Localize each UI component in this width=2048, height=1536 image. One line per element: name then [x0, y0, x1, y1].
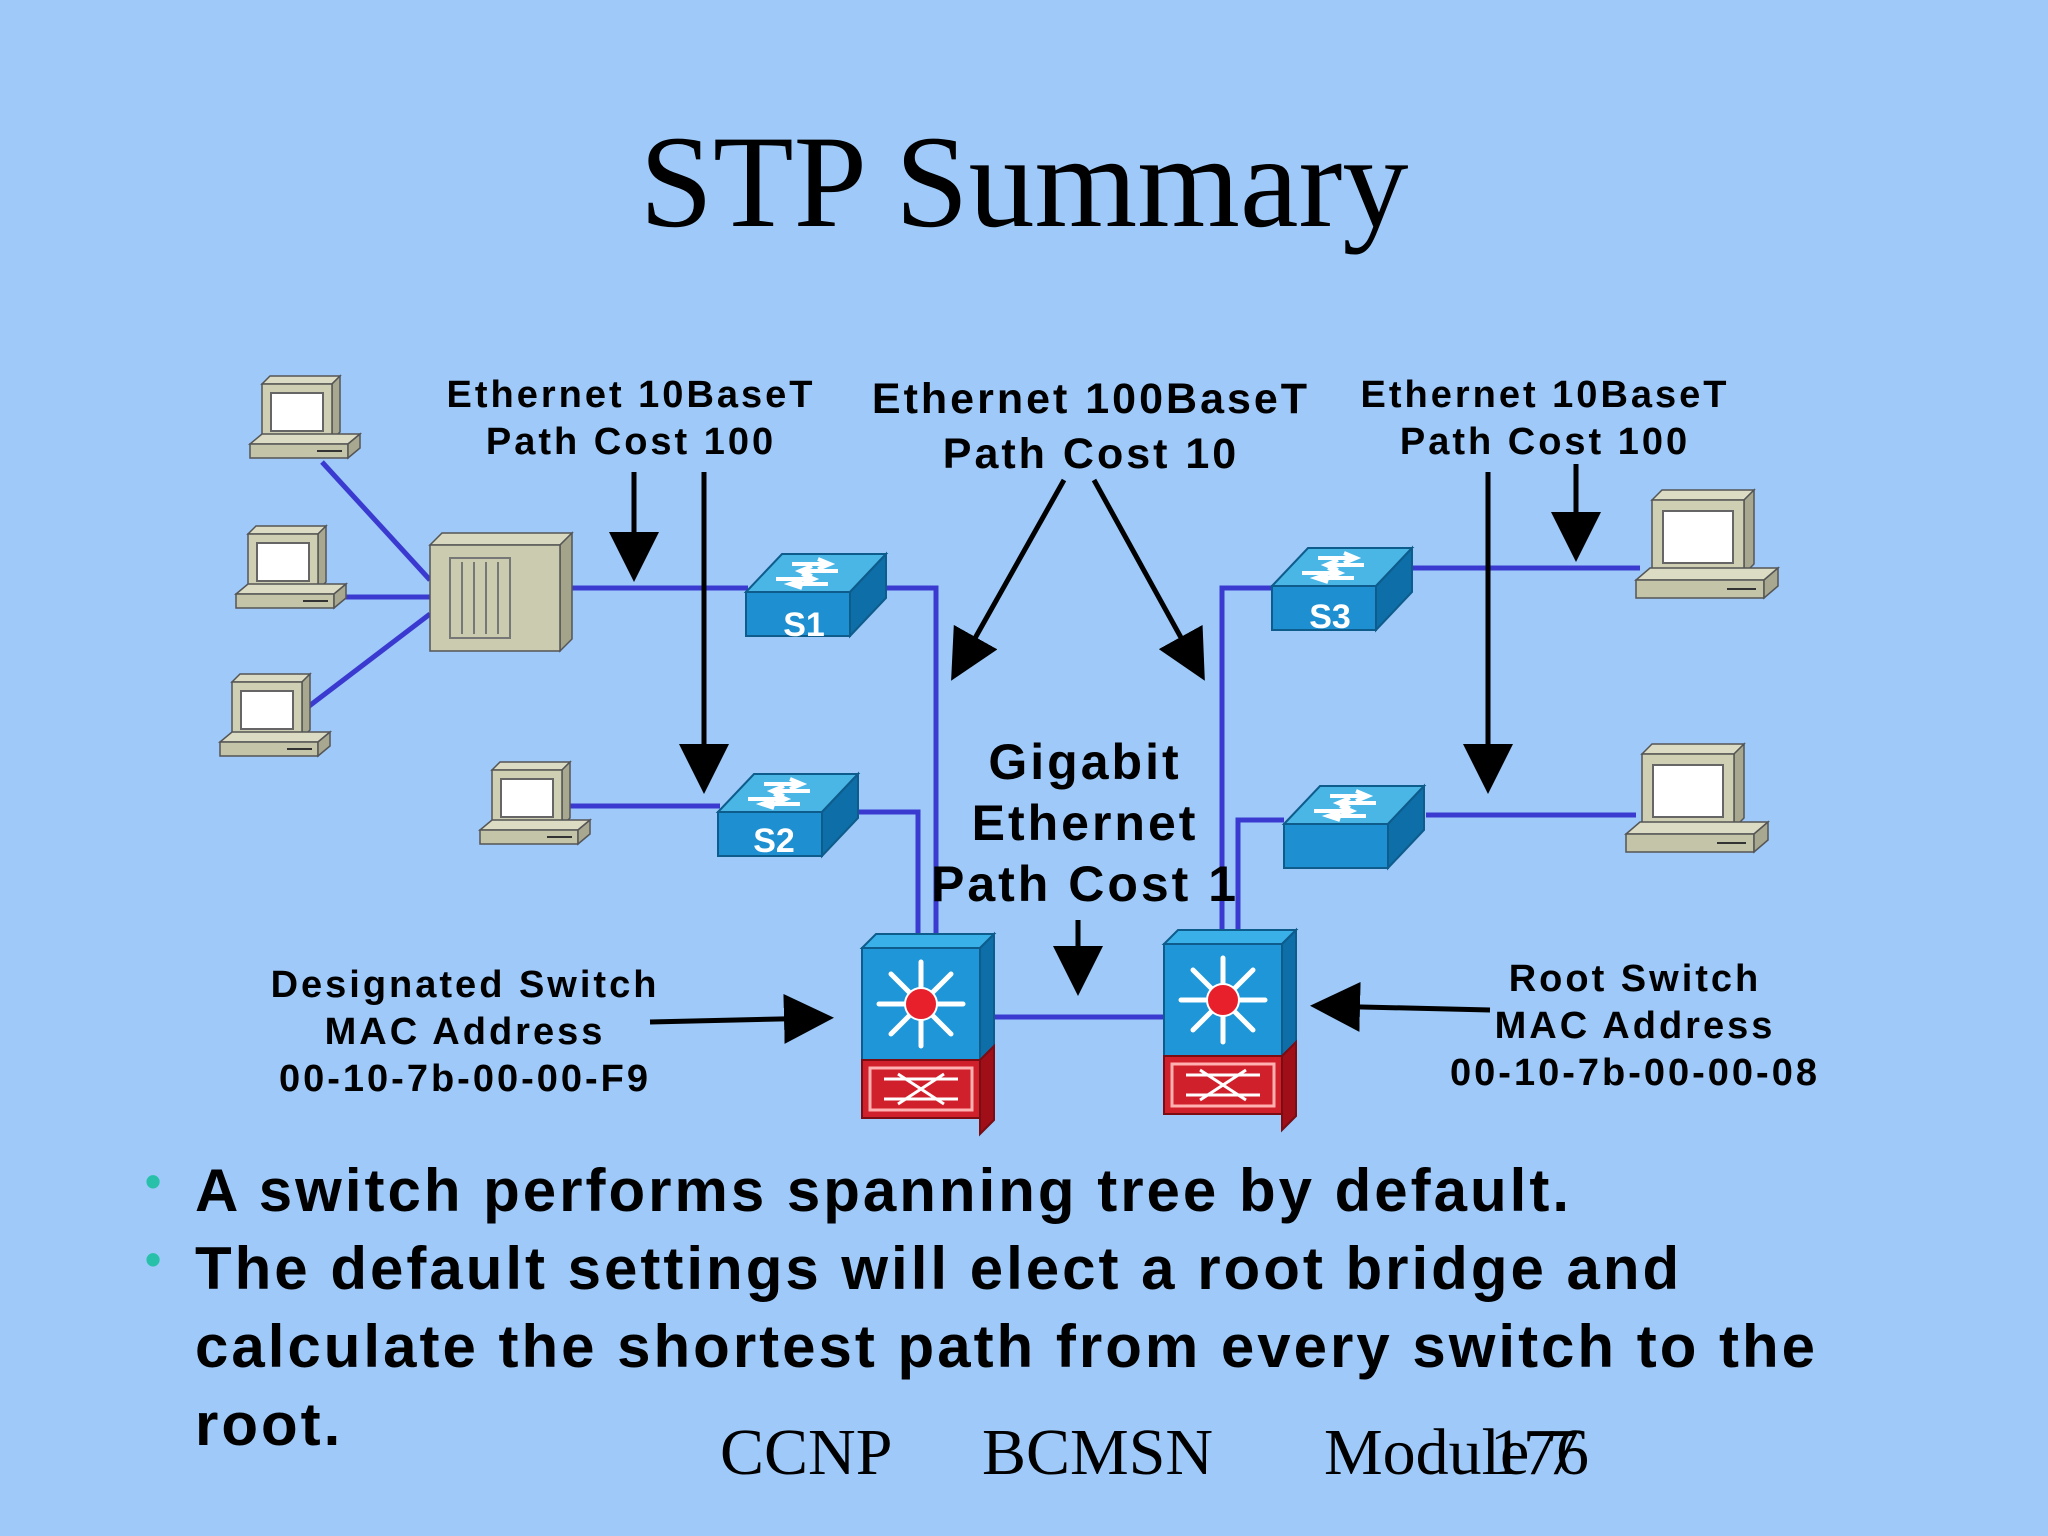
designated-switch-label: Designated Switch MAC Address 00-10-7b-0… [270, 964, 660, 1100]
pc-icon [1635, 489, 1779, 599]
bullet-list: • A switch performs spanning tree by def… [140, 1152, 1940, 1464]
pc-icon [235, 525, 347, 609]
designated-switch-icon [862, 934, 994, 1134]
left-link-label: Ethernet 10BaseT Path Cost 100 [446, 374, 816, 463]
bullet-item: • A switch performs spanning tree by def… [140, 1152, 1940, 1230]
pc-icon [249, 375, 361, 459]
gigabit-link-label: Gigabit Ethernet Path Cost 1 [930, 734, 1240, 912]
hub-icon [428, 531, 574, 653]
footer-course: CCNP [720, 1416, 893, 1489]
switch-s1-label: S1 [783, 606, 825, 644]
slide-title: STP Summary [639, 108, 1409, 255]
link-lines [298, 460, 1640, 1020]
pc-icon [219, 673, 331, 757]
switch-s3-label: S3 [1309, 598, 1351, 636]
switch-s2-label: S2 [753, 822, 795, 860]
footer-page-number: 176 [1490, 1416, 1589, 1489]
root-switch-icon [1164, 930, 1296, 1130]
center-link-label: Ethernet 100BaseT Path Cost 10 [871, 375, 1311, 478]
bullet-dot-icon: • [145, 1233, 165, 1285]
pc-icon [1625, 743, 1769, 853]
switch-icon [1282, 784, 1426, 870]
bullet-item: • The default settings will elect a root… [140, 1230, 1940, 1464]
pc-icon [479, 761, 591, 845]
footer-module: Module 7 [1324, 1416, 1579, 1489]
right-link-label: Ethernet 10BaseT Path Cost 100 [1360, 374, 1730, 463]
root-switch-label: Root Switch MAC Address 00-10-7b-00-00-0… [1450, 958, 1820, 1094]
pointer-arrows [609, 464, 1601, 1044]
footer-module-name: BCMSN [982, 1416, 1214, 1489]
bullet-dot-icon: • [145, 1155, 165, 1207]
